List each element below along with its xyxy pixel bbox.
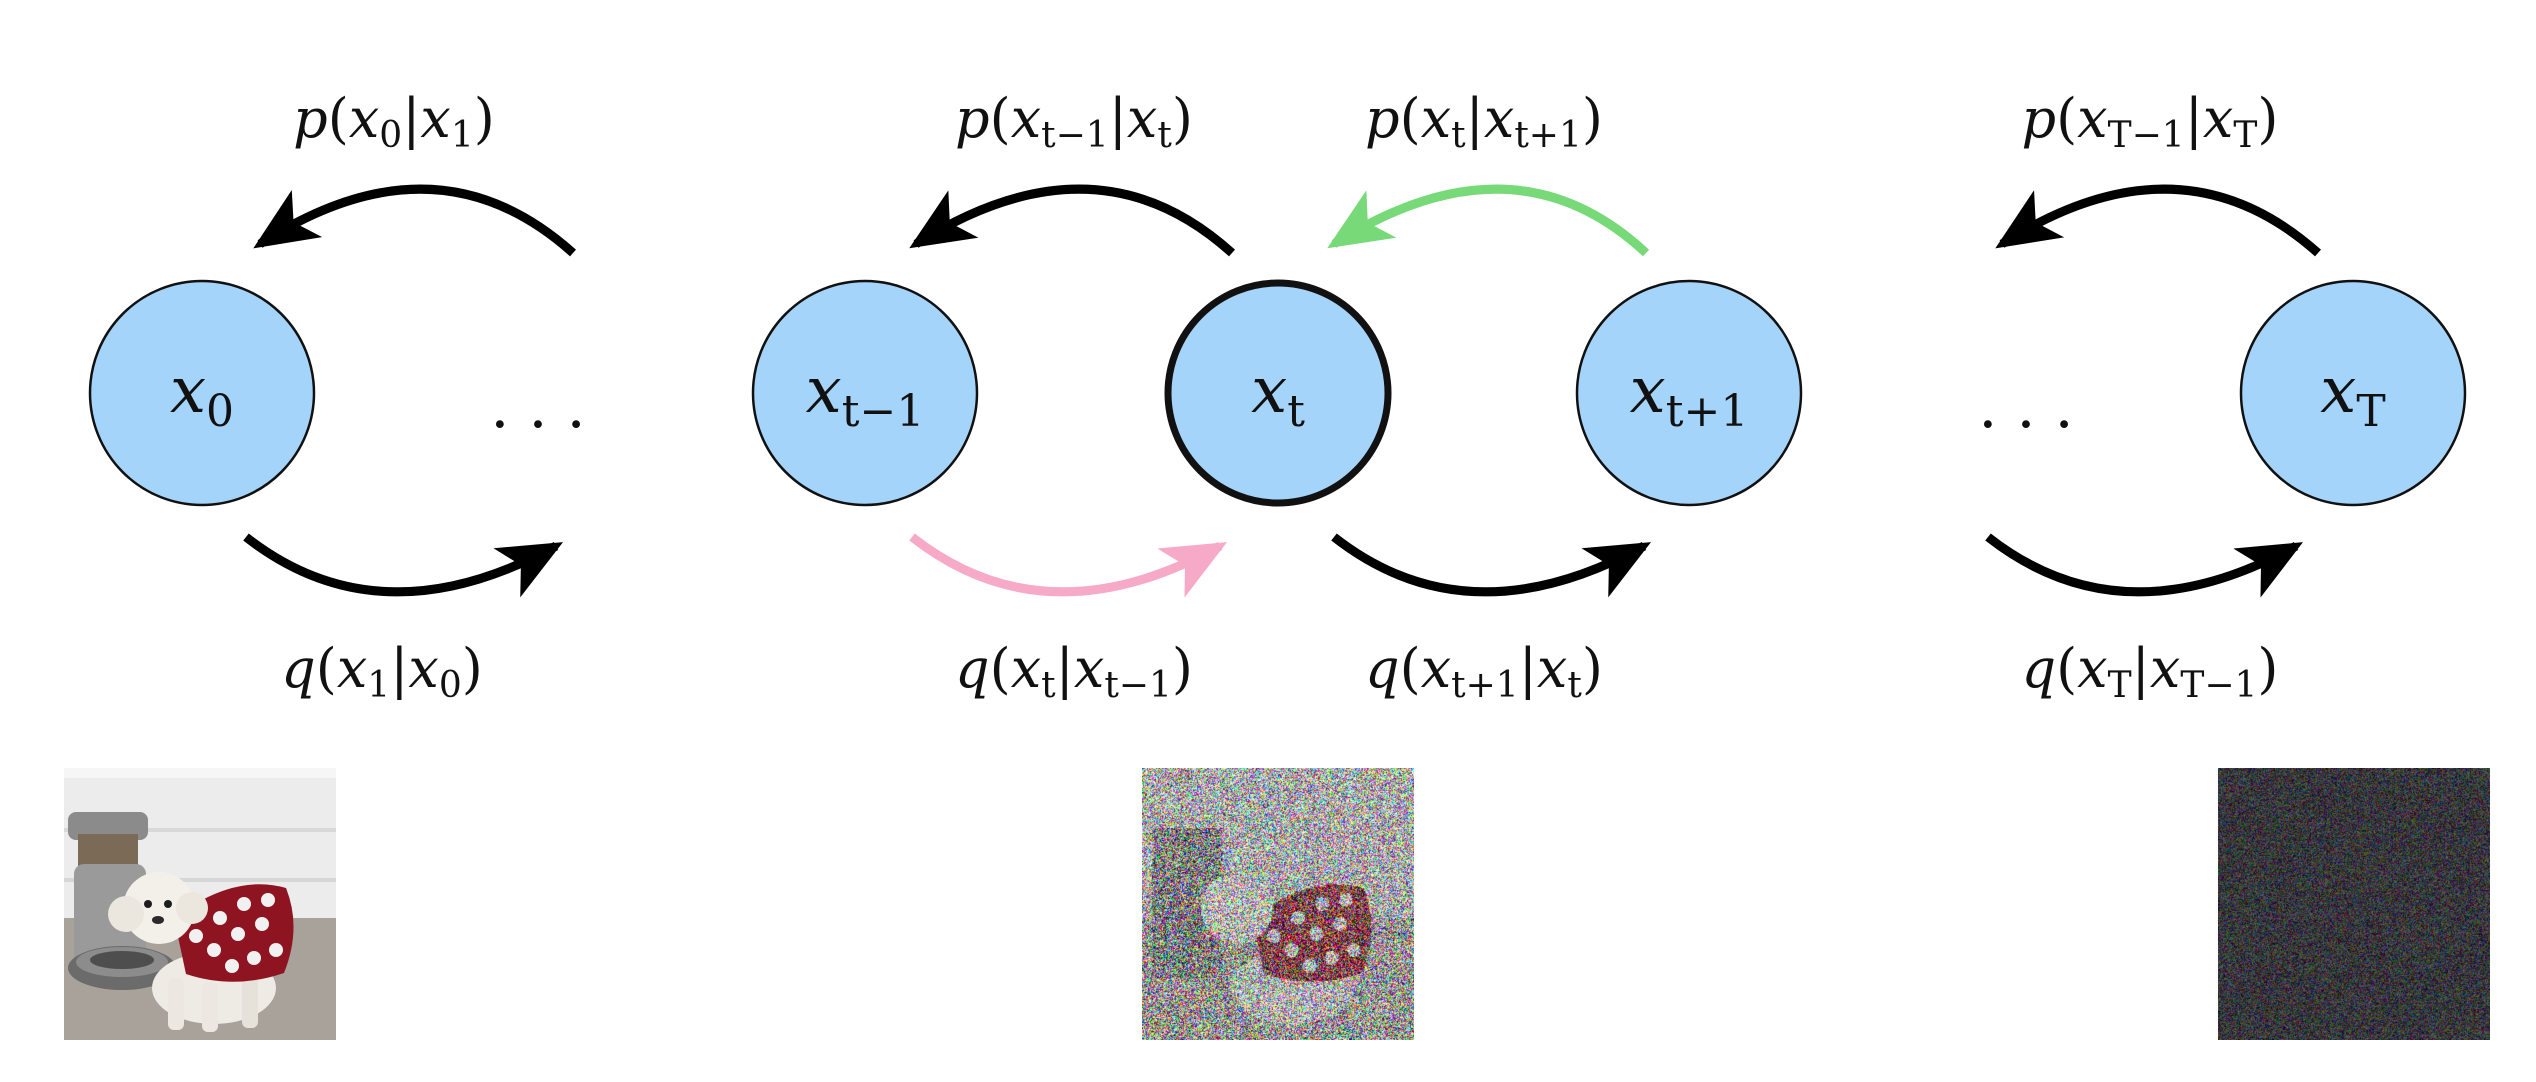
forward-arrow-xt-to-xtp1: [1331, 533, 1652, 598]
label-p-xt-given-xtp1: p(xt|xt+1): [1365, 87, 1603, 156]
label-q-x1-given-x0: q(x1|x0): [281, 637, 483, 706]
forward-arrow-x0-to-x1: [243, 533, 564, 598]
node-x0[interactable]: x0: [88, 279, 316, 507]
ellipsis-right: · · ·: [1978, 390, 2073, 460]
node-xT[interactable]: xT: [2239, 279, 2467, 507]
clean-image-x0: [64, 768, 336, 1040]
reverse-arrow-xt-to-xtm1: [909, 184, 1236, 257]
label-q-xt-given-xtm1: q(xt|xt−1): [955, 637, 1193, 706]
node-xt[interactable]: xt: [1164, 279, 1392, 507]
label-q-xT-given-xTm1: q(xT|xT−1): [2022, 637, 2279, 706]
reverse-arrow-xT-to-xTm1: [1995, 184, 2321, 257]
node-xtm1-base: x: [806, 354, 842, 428]
forward-arrow-xTm1-to-xT: [1985, 533, 2304, 598]
node-xt-sub: t: [1287, 386, 1305, 437]
label-p-x0-given-x1: p(x0|x1): [293, 87, 495, 156]
ellipsis-left: · · ·: [490, 390, 585, 460]
node-xt-base: x: [1251, 354, 1287, 428]
node-x0-sub: 0: [206, 386, 234, 437]
noisy-dog-photo-icon: [1142, 768, 1414, 1040]
node-xtp1[interactable]: xt+1: [1575, 279, 1803, 507]
node-xtm1-sub: t−1: [842, 386, 925, 437]
reverse-arrow-xtp1-to-xt-highlight: [1327, 184, 1650, 257]
svg-text:xt: xt: [1251, 354, 1305, 437]
node-xtp1-sub: t+1: [1666, 386, 1749, 437]
node-xtm1[interactable]: xt−1: [751, 279, 979, 507]
node-xtp1-base: x: [1630, 354, 1666, 428]
label-p-xtm1-given-xt: p(xt−1|xt): [955, 87, 1193, 156]
noisy-image-xt: [1142, 768, 1414, 1040]
node-x0-base: x: [170, 354, 206, 428]
noise-image-xT: [2218, 768, 2490, 1040]
svg-text:xT: xT: [2320, 354, 2385, 437]
label-p-xTm1-given-xT: p(xT−1|xT): [2022, 87, 2279, 156]
node-xT-sub: T: [2356, 386, 2385, 437]
node-xT-base: x: [2320, 354, 2356, 428]
reverse-arrow-x1-to-x0: [253, 184, 577, 257]
svg-text:xt−1: xt−1: [806, 354, 925, 437]
forward-arrow-xtm1-to-xt-highlight: [909, 533, 1228, 598]
svg-text:x0: x0: [170, 354, 234, 437]
label-q-xtp1-given-xt: q(xt+1|xt): [1365, 637, 1603, 706]
dog-photo-icon: [64, 768, 336, 1040]
pure-noise-icon: [2218, 768, 2490, 1040]
svg-text:xt+1: xt+1: [1630, 354, 1749, 437]
